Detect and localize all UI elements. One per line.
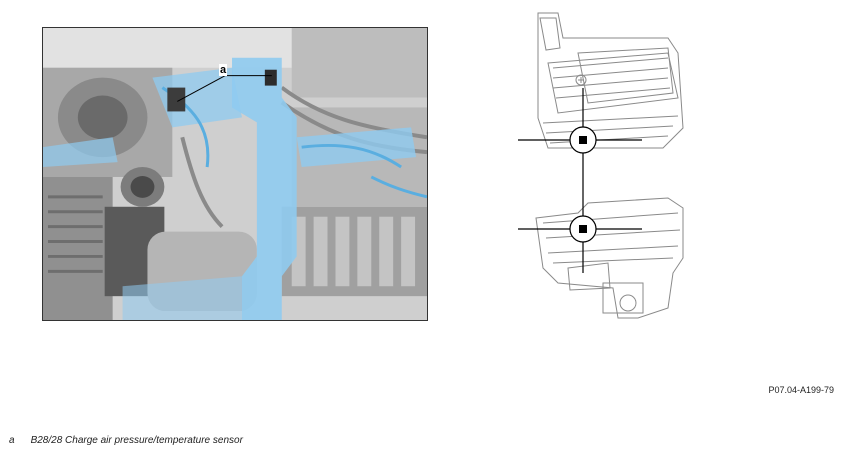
legend-letter: a — [9, 435, 15, 446]
callout-marker-top — [579, 136, 587, 144]
engine-illustration — [43, 28, 427, 320]
figure-id: P07.04-A199-79 — [768, 385, 834, 395]
legend-item: a B28/28 Charge air pressure/temperature… — [9, 435, 243, 446]
engine-locator-diagram — [518, 8, 694, 326]
legend-text: B28/28 Charge air pressure/temperature s… — [30, 435, 243, 446]
locator-illustration — [518, 12, 684, 319]
callout-letter-a: a — [219, 64, 228, 76]
callout-marker-bottom — [579, 225, 587, 233]
engine-photo — [42, 27, 428, 321]
